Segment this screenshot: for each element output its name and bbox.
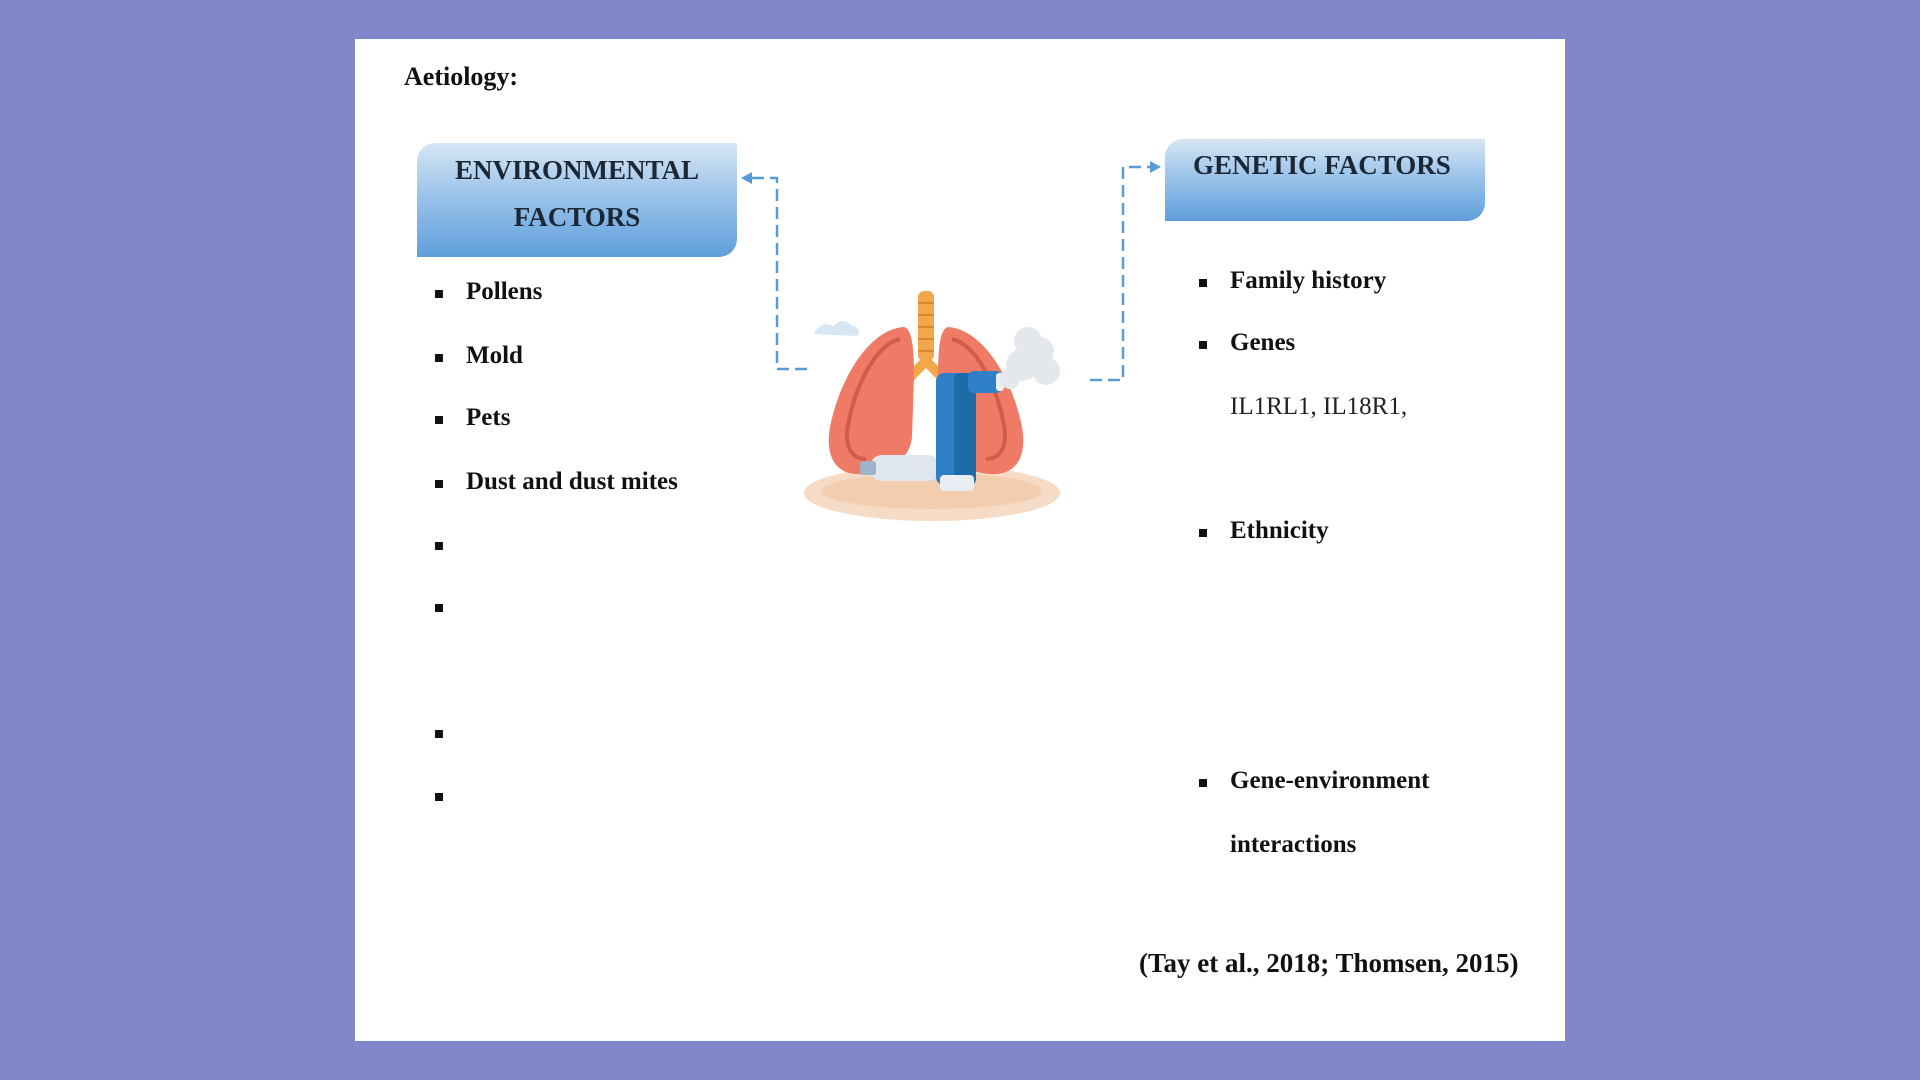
env-item-mold: Mold (466, 342, 523, 369)
lungs-inhaler-icon (804, 291, 1060, 521)
environmental-heading-line1: ENVIRONMENTAL (454, 155, 699, 185)
gen-bullet-1 (1199, 279, 1207, 287)
citation: (Tay et al., 2018; Thomsen, 2015) (1139, 948, 1519, 978)
env-bullet-3 (435, 416, 443, 424)
env-item-pets: Pets (466, 404, 511, 431)
gen-item-family-history: Family history (1230, 267, 1387, 294)
page-title: Aetiology: (404, 62, 519, 91)
arrowhead-right-icon (1150, 161, 1161, 173)
env-bullet-8 (435, 793, 443, 801)
gen-item-ethnicity: Ethnicity (1230, 517, 1329, 544)
gen-item-genes: Genes (1230, 329, 1296, 356)
gen-item-interactions: interactions (1230, 831, 1357, 858)
diagram-sheet: Aetiology: ENVIRONMENTAL FACTORS GENETIC… (355, 39, 1565, 1041)
env-item-pollens: Pollens (466, 278, 543, 305)
env-bullet-2 (435, 354, 443, 362)
connector-to-genetic (1090, 165, 1155, 382)
arrowhead-left-icon (741, 172, 752, 184)
env-bullet-6 (435, 604, 443, 612)
gen-item-gene-environment: Gene-environment (1230, 767, 1430, 794)
environmental-factors-box: ENVIRONMENTAL FACTORS (417, 143, 737, 257)
gen-bullet-2 (1199, 341, 1207, 349)
env-bullet-5 (435, 542, 443, 550)
gen-genes-detail: IL1RL1, IL18R1, (1230, 393, 1408, 420)
genetic-factors-box: GENETIC FACTORS (1165, 139, 1485, 221)
gen-bullet-4 (1199, 779, 1207, 787)
env-bullet-4 (435, 480, 443, 488)
gen-bullet-3 (1199, 529, 1207, 537)
env-item-dust: Dust and dust mites (466, 468, 678, 495)
env-bullet-1 (435, 290, 443, 298)
env-bullet-7 (435, 730, 443, 738)
environmental-heading-line2: FACTORS (513, 202, 641, 232)
connector-to-environmental (745, 176, 807, 371)
genetic-heading: GENETIC FACTORS (1193, 150, 1451, 180)
